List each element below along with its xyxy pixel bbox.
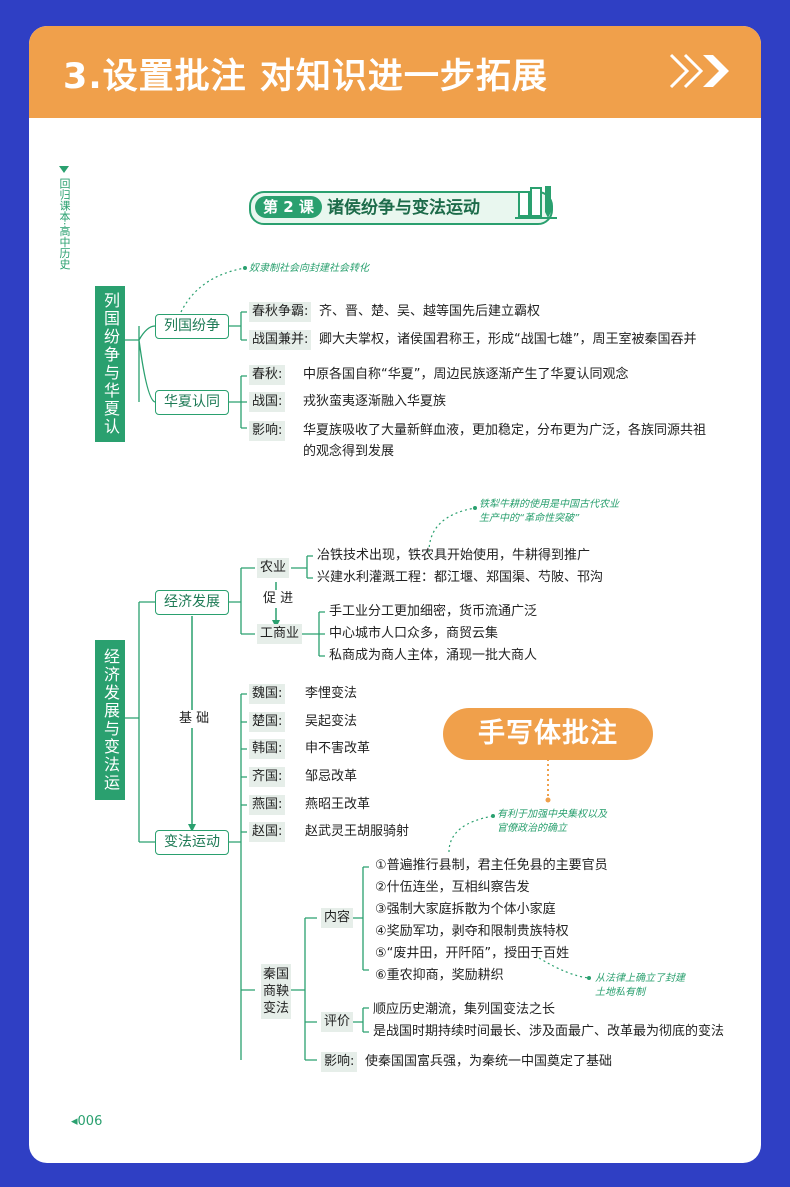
note-land-ownership: 从法律上确立了封建 土地私有制 xyxy=(595,972,685,1000)
lesson-number: 第 2 课 xyxy=(255,196,322,218)
lesson-title-box: 第 2 课 诸侯纷争与变法运动 xyxy=(249,191,553,225)
label-yan: 燕国: xyxy=(249,795,286,815)
label-industry: 工商业 xyxy=(257,624,303,644)
label-impact-1: 影响: xyxy=(249,421,286,441)
text-industry-3: 私商成为商人主体，涌现一批大商人 xyxy=(329,648,538,663)
text-content-3: ③强制大家庭拆散为个体小家庭 xyxy=(375,902,556,917)
text-qi: 邹忌改革 xyxy=(305,769,358,784)
text-chu: 吴起变法 xyxy=(305,714,358,729)
section1-title: 列国纷争与华夏认同 xyxy=(71,286,125,442)
node-warring-states: 列国纷争 xyxy=(155,314,229,339)
header-title: 3.设置批注 对知识进一步拓展 xyxy=(63,57,548,97)
note-county-line-1: 有利于加强中央集权以及 xyxy=(497,809,607,820)
page-number: ◂006 xyxy=(71,1114,102,1129)
node-huaxia: 华夏认同 xyxy=(155,390,229,415)
label-promote: 促 进 xyxy=(263,590,294,608)
text-chunqiu: 中原各国自称“华夏”，周边民族逐渐产生了华夏认同观念 xyxy=(303,367,629,382)
label-agriculture: 农业 xyxy=(257,558,290,578)
text-eval-1: 顺应历史潮流，集列国变法之长 xyxy=(373,1002,556,1017)
label-qin-shang-yang: 秦国商鞅变法 xyxy=(261,964,291,1019)
header-banner: 3.设置批注 对知识进一步拓展 xyxy=(29,26,761,118)
section2-title: 经济发展与变法运动 xyxy=(71,640,125,800)
text-han: 申不害改革 xyxy=(305,741,371,756)
label-chunqiu: 春秋: xyxy=(249,365,286,385)
text-impact-1-cont: 的观念得到发展 xyxy=(303,444,395,459)
note-iron-plow: 铁犁牛耕的使用是中国古代农业 生产中的“革命性突破” xyxy=(479,498,619,526)
text-content-1: ①普遍推行县制，君主任免县的主要官员 xyxy=(375,858,608,873)
text-zhanguo: 戎狄蛮夷逐渐融入华夏族 xyxy=(303,394,447,409)
node-reform: 变法运动 xyxy=(155,830,229,855)
book-pen-icon xyxy=(515,186,557,219)
text-content-6: ⑥重农抑商，奖励耕织 xyxy=(375,968,504,983)
side-label: 回归课本·高中历史 xyxy=(58,178,71,270)
page-back-icon: ◂ xyxy=(71,1114,78,1129)
note-land-line-1: 从法律上确立了封建 xyxy=(595,973,685,984)
label-chu: 楚国: xyxy=(249,712,286,732)
label-content: 内容 xyxy=(321,908,354,928)
side-marker-icon xyxy=(59,166,69,173)
text-content-2: ②什伍连坐，互相纠察告发 xyxy=(375,880,530,895)
text-agri-1: 冶铁技术出现，铁农具开始使用，牛耕得到推广 xyxy=(317,548,591,563)
text-zhao: 赵武灵王胡服骑射 xyxy=(305,824,410,839)
page-card: 3.设置批注 对知识进一步拓展 回归课本·高中历史 第 2 课 诸侯纷争与变法运… xyxy=(29,26,761,1163)
label-evaluation: 评价 xyxy=(321,1012,354,1032)
label-qi: 齐国: xyxy=(249,767,286,787)
text-wei: 李悝变法 xyxy=(305,686,358,701)
text-industry-2: 中心城市人口众多，商贸云集 xyxy=(329,626,499,641)
page-number-text: 006 xyxy=(77,1114,103,1129)
note-land-line-2: 土地私有制 xyxy=(595,987,645,998)
label-han: 韩国: xyxy=(249,739,286,759)
note-county-line-2: 官僚政治的确立 xyxy=(497,823,567,834)
note-iron-line-1: 铁犁牛耕的使用是中国古代农业 xyxy=(479,499,619,510)
text-content-4: ④奖励军功，剥夺和限制贵族特权 xyxy=(375,924,569,939)
label-qin-impact: 影响: xyxy=(321,1052,358,1072)
label-chunqiu-hegemony: 春秋争霸: xyxy=(249,302,312,322)
text-industry-1: 手工业分工更加细密，货币流通广泛 xyxy=(329,604,538,619)
note-iron-line-2: 生产中的“革命性突破” xyxy=(479,513,580,524)
note-county-system: 有利于加强中央集权以及 官僚政治的确立 xyxy=(497,808,607,836)
label-zhanguo-annex: 战国兼并: xyxy=(249,330,312,350)
text-agri-2: 兴建水利灌溉工程：都江堰、郑国渠、芍陂、邗沟 xyxy=(317,570,604,585)
text-impact-1: 华夏族吸收了大量新鲜血液，更加稳定，分布更为广泛，各族同源共祖 xyxy=(303,423,707,438)
chevron-right-icon xyxy=(669,53,729,89)
text-yan: 燕昭王改革 xyxy=(305,797,371,812)
label-zhao: 赵国: xyxy=(249,822,286,842)
label-basis: 基 础 xyxy=(179,710,210,728)
text-eval-2: 是战国时期持续时间最长、涉及面最广、改革最为彻底的变法 xyxy=(373,1024,725,1039)
node-economy: 经济发展 xyxy=(155,590,229,615)
lesson-title: 诸侯纷争与变法运动 xyxy=(327,198,480,218)
text-zhanguo-annex: 卿大夫掌权，诸侯国君称王，形成“战国七雄”，周王室被秦国吞并 xyxy=(319,332,697,347)
text-content-5: ⑤“废井田，开阡陌”，授田于百姓 xyxy=(375,946,570,961)
handwriting-annotation-badge: 手写体批注 xyxy=(443,708,653,760)
text-qin-impact: 使秦国国富兵强，为秦统一中国奠定了基础 xyxy=(365,1054,613,1069)
label-zhanguo: 战国: xyxy=(249,392,286,412)
label-wei: 魏国: xyxy=(249,684,286,704)
text-chunqiu-hegemony: 齐、晋、楚、吴、越等国先后建立霸权 xyxy=(319,304,541,319)
note-social-transition: 奴隶制社会向封建社会转化 xyxy=(249,263,369,274)
